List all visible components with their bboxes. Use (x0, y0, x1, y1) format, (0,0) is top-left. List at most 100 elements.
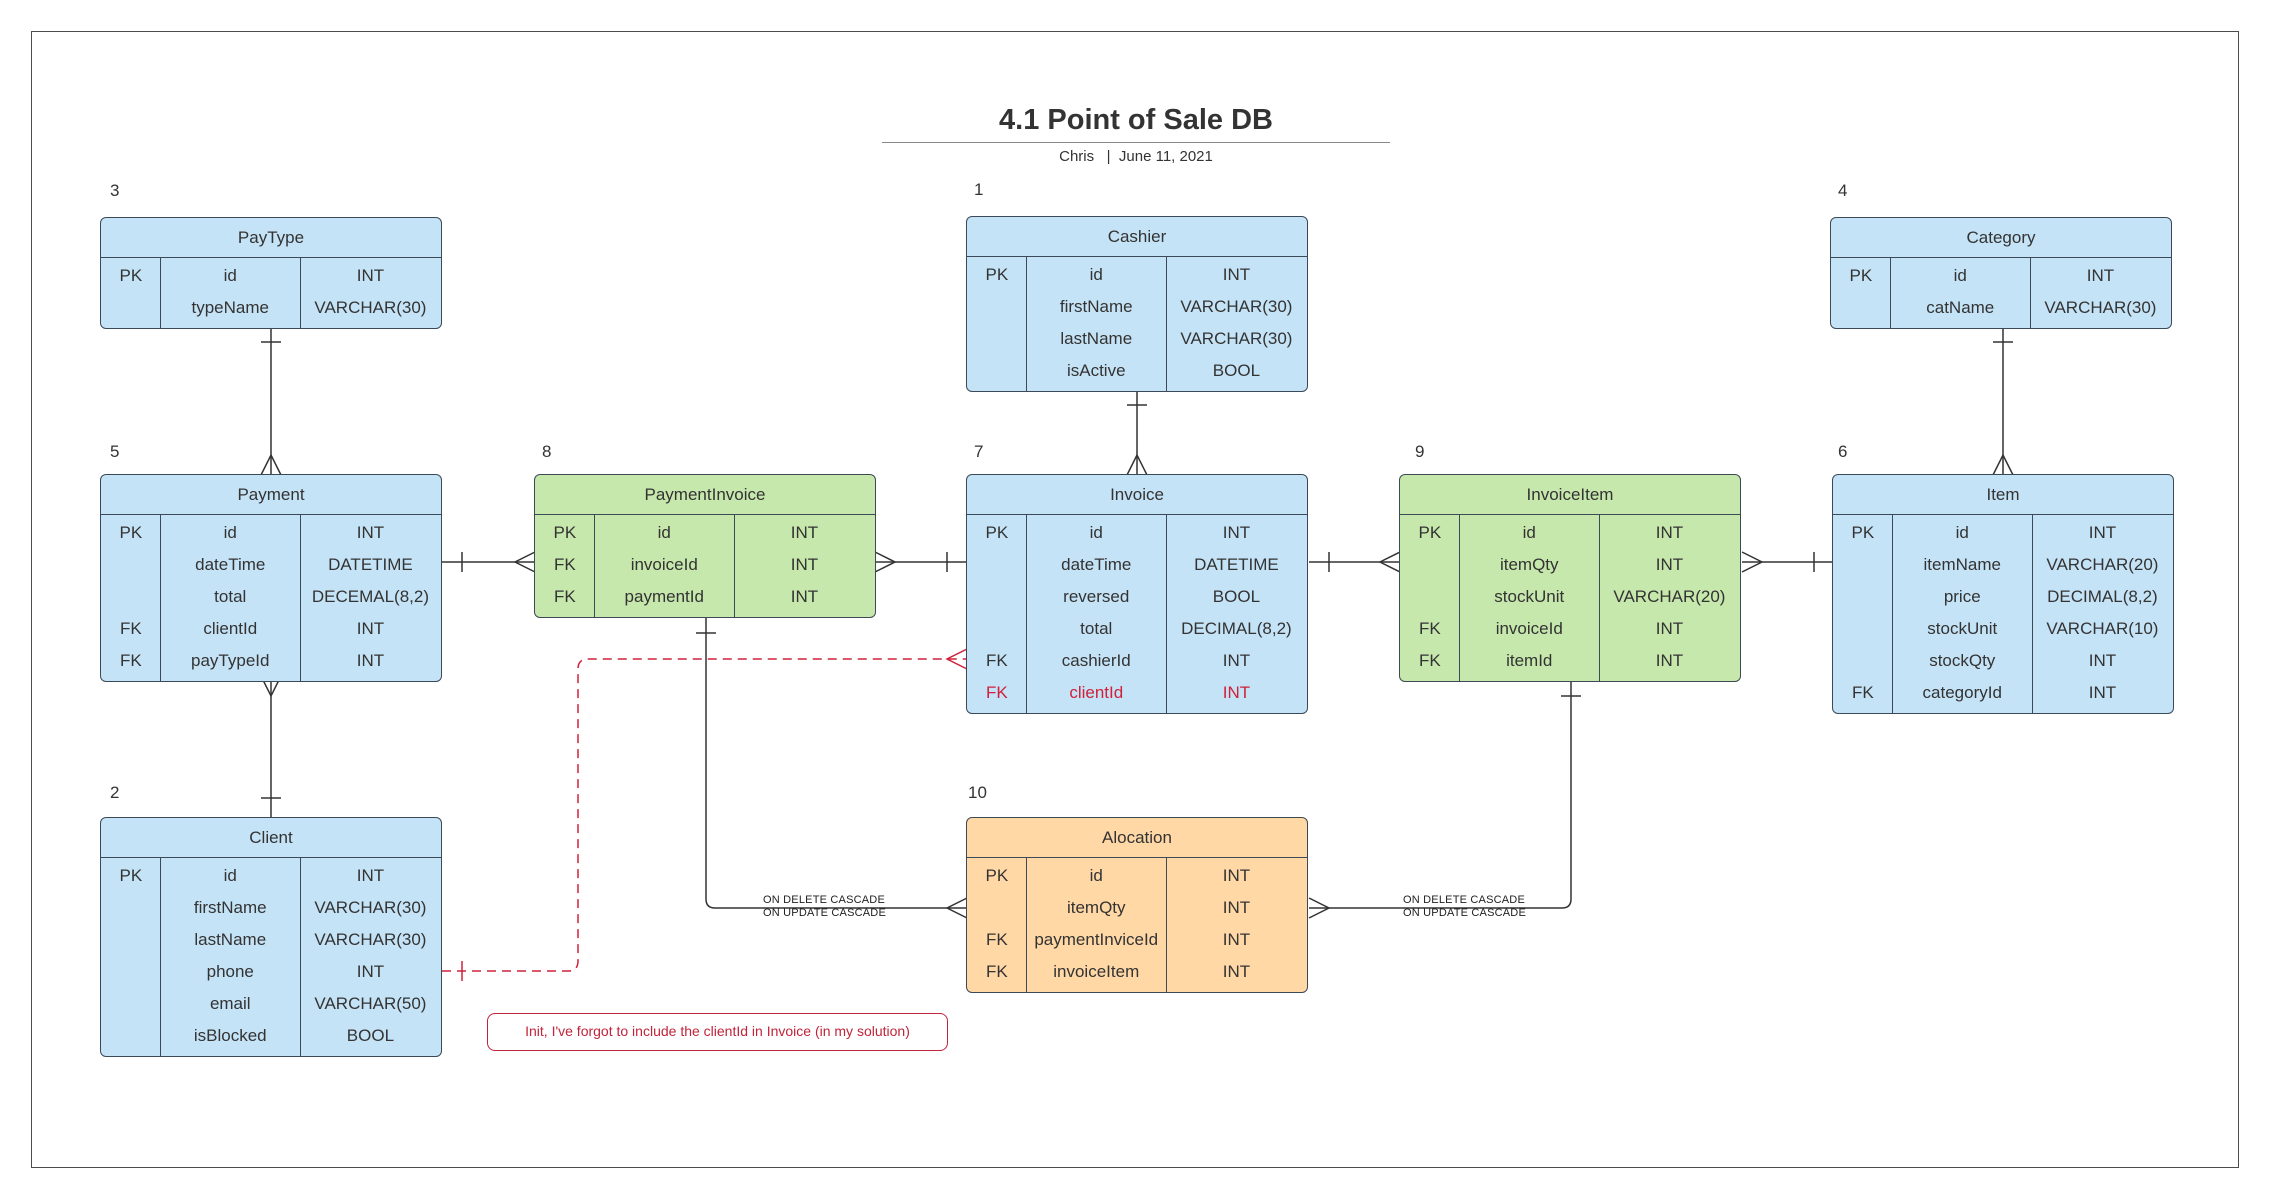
column-name-cell: id (1522, 523, 1536, 542)
column-name-cell: stockQty (1929, 651, 1996, 670)
table-row: total DECIMAL(8,2) (967, 613, 1307, 645)
crowfoot-icon (874, 551, 897, 573)
table-header: Client (101, 818, 441, 858)
key-cell (1400, 549, 1460, 581)
key-cell: PK (1849, 266, 1873, 285)
table-header: Payment (101, 475, 441, 515)
key-cell: FK (1418, 651, 1441, 670)
column-name-cell: email (209, 994, 251, 1013)
key-cell (1833, 581, 1893, 613)
key-cell (967, 549, 1027, 581)
column-name-cell: id (1089, 523, 1103, 542)
crowfoot-icon (260, 675, 282, 698)
key-cell (967, 355, 1027, 387)
column-name-cell: id (223, 523, 237, 542)
column-type-cell: INT (356, 266, 385, 285)
column-name-cell: firstName (193, 898, 267, 917)
diagram-header: 4.1 Point of Sale DB Chris | June 11, 20… (882, 102, 1390, 165)
diagram-date: June 11, 2021 (1118, 148, 1213, 165)
column-name-cell: payTypeId (191, 651, 270, 670)
column-name-cell: total (1080, 619, 1113, 638)
column-type-cell: DECIMAL(8,2) (1181, 619, 1292, 638)
column-name-cell: clientId (203, 619, 258, 638)
column-name-cell: id (1089, 265, 1103, 284)
column-name-cell: lastName (194, 930, 267, 949)
diagram-subtitle: Chris | June 11, 2021 (882, 148, 1390, 165)
crowfoot-icon (1126, 453, 1148, 476)
column-name-cell: id (223, 266, 237, 285)
column-type-cell: VARCHAR(30) (2044, 298, 2157, 317)
column-name-cell: id (223, 866, 237, 885)
column-type-cell: INT (1655, 651, 1684, 670)
column-type-cell: INT (790, 587, 819, 606)
line-paymentinvoice-alocation (705, 613, 967, 909)
column-name-cell: id (1089, 866, 1103, 885)
key-cell (1400, 581, 1460, 613)
table-row: PK id INT (967, 259, 1307, 291)
column-type-cell: INT (1222, 523, 1251, 542)
key-cell: FK (1418, 619, 1441, 638)
on-update-label: ON UPDATE CASCADE (1403, 907, 1526, 919)
crowfoot-icon (1741, 551, 1764, 573)
key-cell: PK (119, 266, 143, 285)
key-cell (1833, 613, 1893, 645)
column-name-cell: lastName (1060, 329, 1133, 348)
author-name: Chris (1059, 148, 1095, 165)
key-cell: FK (553, 587, 576, 606)
key-cell: PK (985, 265, 1009, 284)
column-type-cell: DATETIME (1194, 555, 1279, 574)
key-cell (967, 613, 1027, 645)
column-type-cell: INT (1222, 265, 1251, 284)
column-type-cell: DECEMAL(8,2) (311, 587, 429, 606)
column-name-cell: cashierId (1061, 651, 1131, 670)
table-header: Item (1833, 475, 2173, 515)
column-type-cell: INT (1222, 962, 1251, 981)
key-cell: FK (119, 651, 142, 670)
key-cell: PK (1418, 523, 1442, 542)
column-name-cell: typeName (191, 298, 269, 317)
key-cell: FK (985, 651, 1008, 670)
column-type-cell: BOOL (346, 1026, 395, 1045)
column-type-cell: INT (790, 555, 819, 574)
column-type-cell: INT (1655, 555, 1684, 574)
column-type-cell: INT (1222, 898, 1251, 917)
table-number-client: 2 (110, 783, 120, 802)
table-header: InvoiceItem (1400, 475, 1740, 515)
table-number-invoiceitem: 9 (1415, 442, 1425, 461)
column-type-cell: INT (2086, 266, 2115, 285)
column-type-cell: VARCHAR(20) (2046, 555, 2159, 574)
crowfoot-icon (1308, 897, 1331, 919)
table-number-paytype: 3 (110, 181, 120, 200)
table-header: Alocation (967, 818, 1307, 858)
column-type-cell: INT (356, 866, 385, 885)
column-type-cell: INT (1655, 523, 1684, 542)
column-type-cell: INT (790, 523, 819, 542)
column-type-cell: BOOL (1212, 587, 1261, 606)
crowfoot-icon (513, 551, 536, 573)
column-name-cell: stockUnit (1927, 619, 1998, 638)
column-type-cell: VARCHAR(30) (314, 930, 427, 949)
key-cell: FK (1851, 683, 1874, 702)
column-type-cell: VARCHAR(30) (314, 298, 427, 317)
